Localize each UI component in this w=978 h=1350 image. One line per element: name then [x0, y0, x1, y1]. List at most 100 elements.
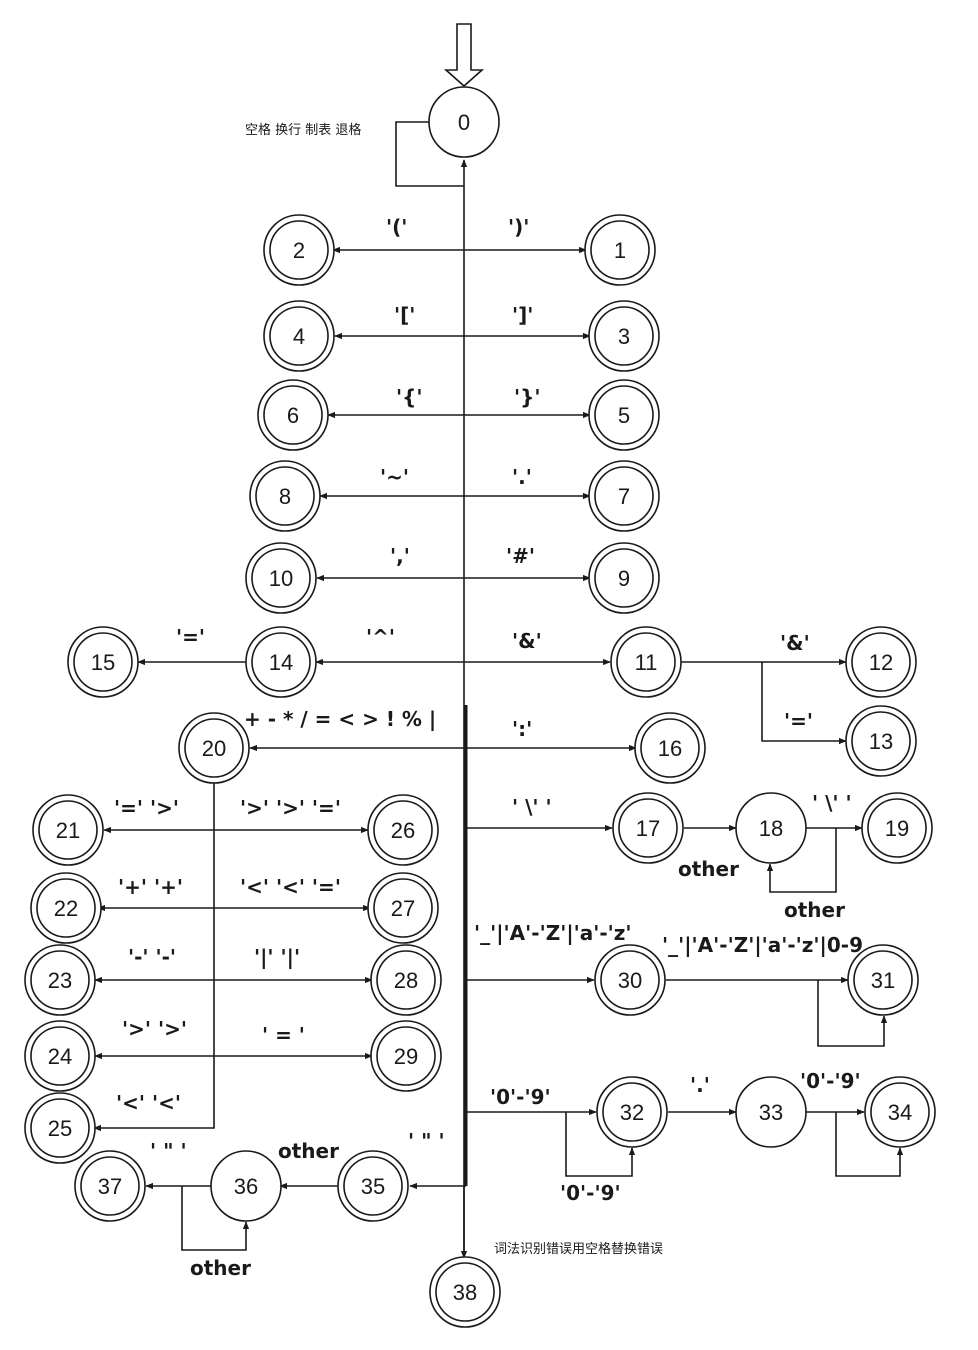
state-label: 4 — [293, 324, 305, 349]
edge-18-self — [766, 828, 837, 893]
label-to12: '&' — [780, 631, 810, 655]
state-33[interactable]: 33 — [735, 1076, 807, 1148]
state-1[interactable]: 1 — [584, 214, 656, 286]
label-to19: ' \' ' — [812, 791, 852, 815]
state-30[interactable]: 30 — [594, 944, 666, 1016]
state-circle — [367, 794, 439, 866]
state-2[interactable]: 2 — [263, 214, 335, 286]
state-18[interactable]: 18 — [735, 792, 807, 864]
state-0[interactable]: 0 — [428, 86, 500, 158]
state-accept-ring — [269, 220, 329, 280]
state-17[interactable]: 17 — [612, 792, 684, 864]
state-accept-ring — [255, 466, 315, 526]
state-circle — [67, 626, 139, 698]
state-35[interactable]: 35 — [337, 1150, 409, 1222]
label-to22: '+' '+' — [118, 875, 183, 899]
state-5[interactable]: 5 — [588, 379, 660, 451]
label-to26: '>' '>' '=' — [240, 796, 341, 820]
state-label: 3 — [618, 324, 630, 349]
label-to30: '_'|'A'-'Z'|'a'-'z' — [474, 921, 632, 945]
state-10[interactable]: 10 — [245, 542, 317, 614]
label-to14: '^' — [366, 625, 395, 649]
state-circle — [847, 944, 919, 1016]
label-to25: '<' '<' — [116, 1091, 181, 1115]
state-accept-ring — [251, 632, 311, 692]
state-34[interactable]: 34 — [864, 1076, 936, 1148]
state-label: 33 — [759, 1100, 783, 1125]
state-accept-ring — [602, 1082, 662, 1142]
state-label: 1 — [614, 238, 626, 263]
state-14[interactable]: 14 — [245, 626, 317, 698]
state-label: 18 — [759, 816, 783, 841]
label-to1: ')' — [508, 215, 529, 239]
state-26[interactable]: 26 — [367, 794, 439, 866]
state-27[interactable]: 27 — [367, 872, 439, 944]
state-circle — [634, 712, 706, 784]
state-circle — [845, 626, 917, 698]
label-self0: 空格 换行 制表 退格 — [245, 122, 361, 138]
state-9[interactable]: 9 — [588, 542, 660, 614]
state-8[interactable]: 8 — [249, 460, 321, 532]
label-to31: '_'|'A'-'Z'|'a'-'z'|0-9 — [662, 933, 863, 957]
state-circle — [610, 626, 682, 698]
state-38[interactable]: 38 — [429, 1256, 501, 1328]
label-to16: ':' — [512, 717, 532, 741]
state-circle — [178, 712, 250, 784]
label-to38: 词法识别错误用空格替换错误 — [494, 1241, 663, 1257]
state-6[interactable]: 6 — [257, 379, 329, 451]
state-accept-ring — [376, 950, 436, 1010]
state-label: 21 — [56, 818, 80, 843]
state-accept-ring — [263, 385, 323, 445]
state-circle — [30, 872, 102, 944]
state-circle — [263, 214, 335, 286]
state-4[interactable]: 4 — [263, 300, 335, 372]
state-circle — [245, 626, 317, 698]
state-12[interactable]: 12 — [845, 626, 917, 698]
state-accept-ring — [30, 1026, 90, 1086]
state-label: 17 — [636, 816, 660, 841]
state-accept-ring — [376, 1026, 436, 1086]
state-20[interactable]: 20 — [178, 712, 250, 784]
state-36[interactable]: 36 — [210, 1150, 282, 1222]
state-circle — [594, 944, 666, 1016]
state-15[interactable]: 15 — [67, 626, 139, 698]
state-3[interactable]: 3 — [588, 300, 660, 372]
state-22[interactable]: 22 — [30, 872, 102, 944]
state-13[interactable]: 13 — [845, 705, 917, 777]
state-circle — [32, 794, 104, 866]
edge-36-self — [181, 1186, 250, 1251]
state-accept-ring — [184, 718, 244, 778]
label-to15: '=' — [176, 625, 205, 649]
state-25[interactable]: 25 — [24, 1092, 96, 1164]
state-circle — [337, 1150, 409, 1222]
label-to20: + - * / = < > ! % | — [244, 707, 436, 731]
state-21[interactable]: 21 — [32, 794, 104, 866]
label-to21: '=' '>' — [114, 796, 179, 820]
state-label: 16 — [658, 736, 682, 761]
state-28[interactable]: 28 — [370, 944, 442, 1016]
state-23[interactable]: 23 — [24, 944, 96, 1016]
state-accept-ring — [590, 220, 650, 280]
state-24[interactable]: 24 — [24, 1020, 96, 1092]
state-7[interactable]: 7 — [588, 460, 660, 532]
state-label: 20 — [202, 736, 226, 761]
edge-31-self — [817, 980, 888, 1047]
state-accept-ring — [618, 798, 678, 858]
label-to24: '>' '>' — [122, 1017, 187, 1041]
state-19[interactable]: 19 — [861, 792, 933, 864]
state-31[interactable]: 31 — [847, 944, 919, 1016]
label-to27: '<' '<' '=' — [240, 875, 341, 899]
state-label: 15 — [91, 650, 115, 675]
state-label: 14 — [269, 650, 293, 675]
state-37[interactable]: 37 — [74, 1150, 146, 1222]
state-circle — [367, 872, 439, 944]
state-32[interactable]: 32 — [596, 1076, 668, 1148]
state-label: 19 — [885, 816, 909, 841]
state-accept-ring — [30, 1098, 90, 1158]
state-16[interactable]: 16 — [634, 712, 706, 784]
state-29[interactable]: 29 — [370, 1020, 442, 1092]
state-11[interactable]: 11 — [610, 626, 682, 698]
state-label: 28 — [394, 968, 418, 993]
state-accept-ring — [80, 1156, 140, 1216]
label-to5: '}' — [514, 385, 540, 409]
